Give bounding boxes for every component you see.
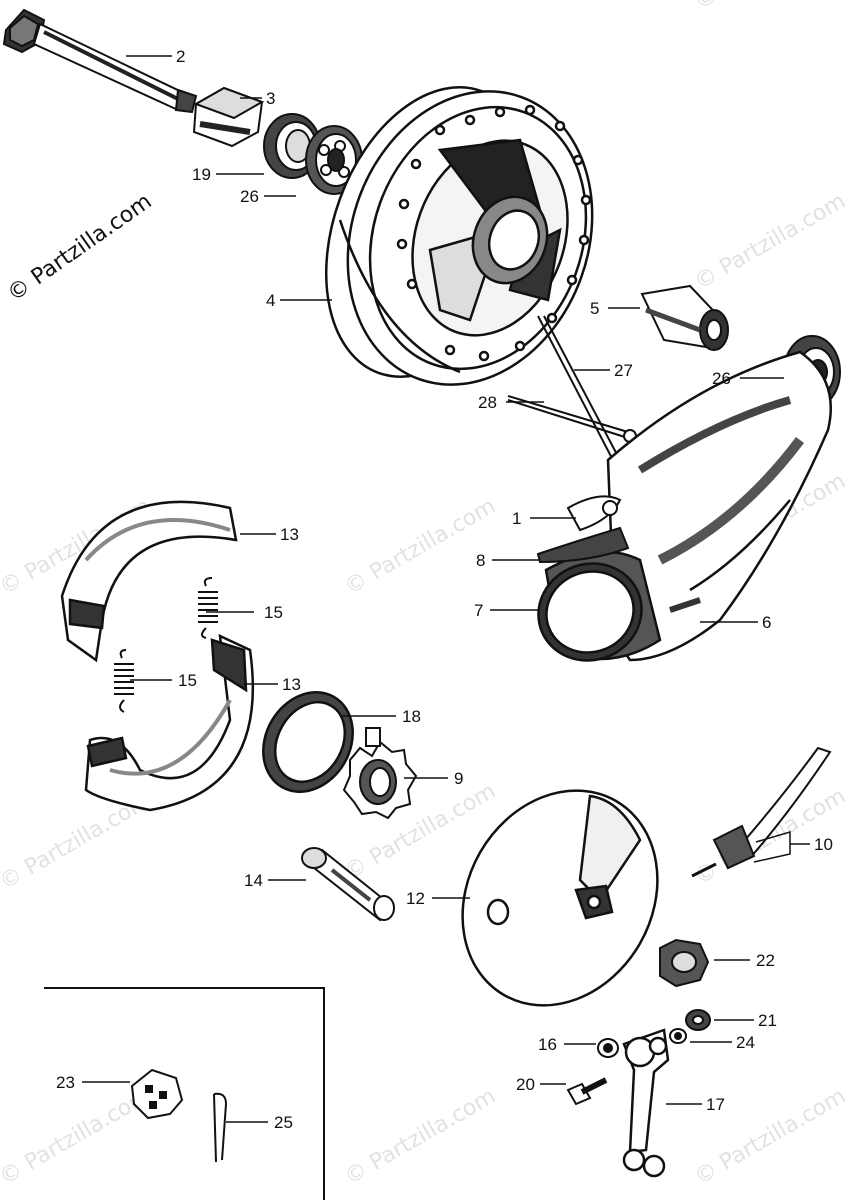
inset-frame (44, 987, 325, 1200)
callout-24: 24 (736, 1033, 755, 1052)
watermark-text: © Partzilla.com (691, 189, 851, 296)
part-3-spacer (192, 86, 265, 148)
callout-19: 19 (192, 165, 211, 184)
watermark-text: © Partzilla.com (341, 1084, 501, 1191)
part-13-brake-shoe-upper (60, 500, 238, 663)
leader-lines (82, 55, 810, 1123)
part-17-brake-arm (622, 1028, 670, 1178)
part-15-springs (114, 577, 218, 713)
callout-15-lower: 15 (178, 671, 197, 690)
part-1-8-brake-cam (536, 495, 630, 564)
watermark-text: © Partzilla.com (0, 1084, 155, 1191)
callout-12: 12 (406, 889, 425, 908)
callout-25: 25 (274, 1113, 293, 1132)
callout-15-upper: 15 (264, 603, 283, 622)
callout-10: 10 (814, 835, 833, 854)
part-13-brake-shoe-lower (84, 633, 255, 812)
callout-17: 17 (706, 1095, 725, 1114)
callout-3: 3 (266, 89, 275, 108)
part-10-cable (691, 746, 832, 878)
callout-27: 27 (614, 361, 633, 380)
part-20-bolt (566, 1077, 608, 1106)
part-18-seal-ring (262, 691, 354, 793)
callout-labels: 2 3 19 26 4 5 27 26 28 13 1 15 8 7 6 15 … (56, 47, 833, 1132)
callout-8: 8 (476, 551, 485, 570)
watermark-text: © Partzilla.com (691, 0, 851, 15)
callout-18: 18 (402, 707, 421, 726)
callout-21: 21 (758, 1011, 777, 1030)
callout-26-right: 26 (712, 369, 731, 388)
callout-1: 1 (512, 509, 521, 528)
callout-5: 5 (590, 299, 599, 318)
callout-20: 20 (516, 1075, 535, 1094)
callout-28: 28 (478, 393, 497, 412)
callout-23: 23 (56, 1073, 75, 1092)
callout-6: 6 (762, 613, 771, 632)
part-5-collar (640, 284, 729, 351)
callout-2: 2 (176, 47, 185, 66)
callout-26-upper: 26 (240, 187, 259, 206)
part-21-24-16-hardware (597, 1009, 711, 1058)
callout-14: 14 (244, 871, 263, 890)
copyright-watermark: © Partzilla.com (3, 189, 156, 307)
part-2-axle (2, 8, 198, 114)
part-25-cotter-pin (213, 1092, 228, 1163)
callout-16: 16 (538, 1035, 557, 1054)
callout-22: 22 (756, 951, 775, 970)
part-26-bearing-upper (305, 125, 363, 195)
callout-7: 7 (474, 601, 483, 620)
watermark-text: © Partzilla.com (341, 494, 501, 601)
part-14-cam-shaft (301, 847, 395, 922)
callout-13-upper: 13 (280, 525, 299, 544)
part-23-castle-nut (130, 1068, 184, 1120)
part-12-brake-panel (461, 789, 659, 1007)
part-22-nut (659, 938, 710, 988)
callout-9: 9 (454, 769, 463, 788)
part-4-wheel-hub (324, 86, 594, 386)
part-9-gear (342, 727, 418, 820)
callout-13-lower: 13 (282, 675, 301, 694)
part-27-28-rods (507, 315, 637, 475)
callout-4: 4 (266, 291, 275, 310)
part-7-brake-drum-ring (537, 550, 662, 662)
